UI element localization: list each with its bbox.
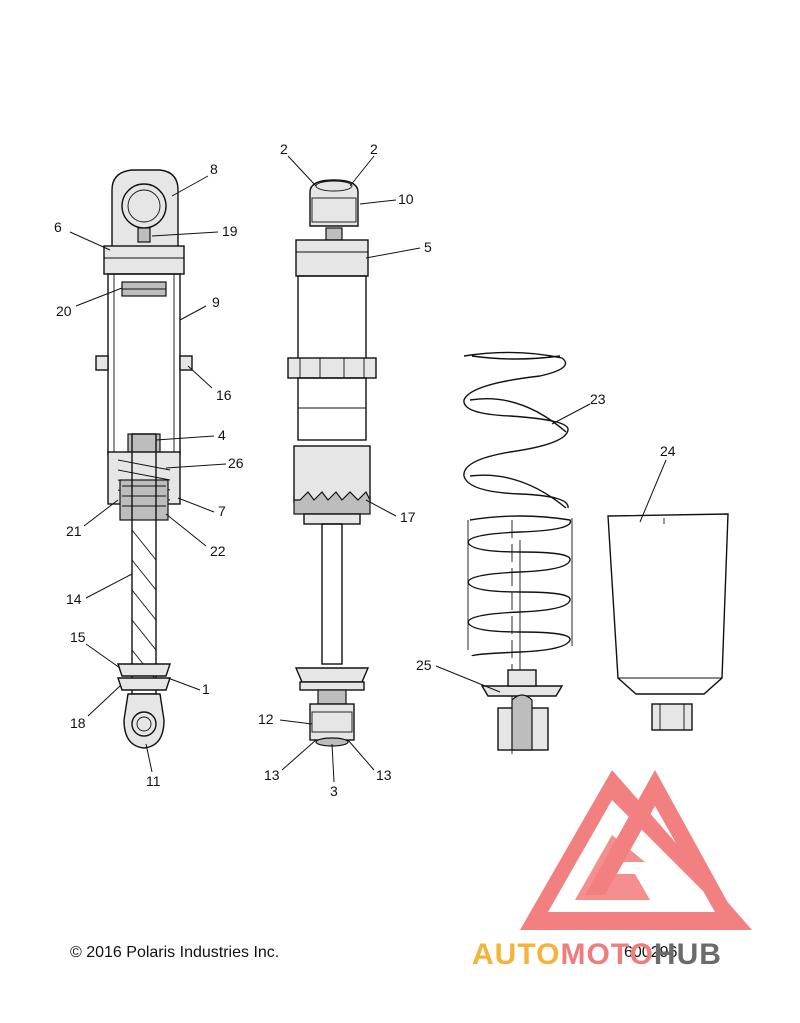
coil-spring — [463, 351, 573, 760]
callout-18: 18 — [70, 715, 86, 731]
callout-20: 20 — [56, 303, 72, 319]
shock-cover — [607, 513, 729, 731]
callout-24: 24 — [660, 443, 676, 459]
callout-14: 14 — [66, 591, 82, 607]
callout-9: 9 — [212, 294, 220, 310]
callout-2-left: 2 — [280, 141, 288, 157]
callout-15: 15 — [70, 629, 86, 645]
lower-coils — [467, 515, 573, 657]
callout-23: 23 — [590, 391, 606, 407]
callout-10: 10 — [398, 191, 414, 207]
shock-assembly — [287, 179, 377, 747]
bump-cup — [117, 663, 171, 677]
callout-8: 8 — [210, 161, 218, 177]
callout-25: 25 — [416, 657, 432, 673]
watermark-text: AUTOMOTOHUB — [472, 938, 722, 972]
shock-body — [107, 273, 181, 455]
callout-3: 3 — [330, 783, 338, 799]
callout-22: 22 — [210, 543, 226, 559]
top-eye-2 — [309, 179, 359, 227]
drawing-number: 600296 — [624, 944, 678, 961]
callout-16: 16 — [216, 387, 232, 403]
callout-19: 19 — [222, 223, 238, 239]
watermark-auto: AUTO — [472, 938, 561, 971]
bottom-eye-2 — [309, 703, 355, 741]
callout-2-right: 2 — [370, 141, 378, 157]
body-cap — [103, 245, 185, 275]
callout-6: 6 — [54, 219, 62, 235]
shaft-2 — [321, 523, 343, 665]
compression-adjuster — [293, 445, 371, 503]
callout-26: 26 — [228, 455, 244, 471]
callout-4: 4 — [218, 427, 226, 443]
callout-11: 11 — [146, 773, 161, 789]
callout-13-right: 13 — [376, 767, 392, 783]
upper-body — [297, 275, 367, 361]
callout-1: 1 — [202, 681, 210, 697]
leader-lines — [69, 155, 667, 783]
callout-labels: 8 6 19 20 9 16 4 26 21 7 22 14 15 1 18 1… — [54, 141, 676, 799]
callout-17: 17 — [400, 509, 416, 525]
callout-12: 12 — [258, 711, 274, 727]
callout-21: 21 — [66, 523, 82, 539]
cover-bottom-nut — [651, 703, 693, 731]
watermark-hub: HUB — [653, 938, 722, 971]
air-valve — [137, 227, 151, 243]
watermark-moto: MOTO — [560, 938, 654, 971]
body-cap-2 — [295, 239, 369, 277]
copyright-notice: © 2016 Polaris Industries Inc. — [70, 944, 280, 961]
bottom-eye — [123, 693, 165, 749]
spring-retainer — [287, 357, 377, 379]
seal-head — [119, 479, 169, 521]
air-valve-2 — [325, 227, 343, 241]
shock-cutaway-assembly — [95, 169, 193, 749]
watermark-logo — [520, 770, 752, 930]
callout-7: 7 — [218, 503, 226, 519]
callout-5: 5 — [424, 239, 432, 255]
callout-13-left: 13 — [264, 767, 280, 783]
